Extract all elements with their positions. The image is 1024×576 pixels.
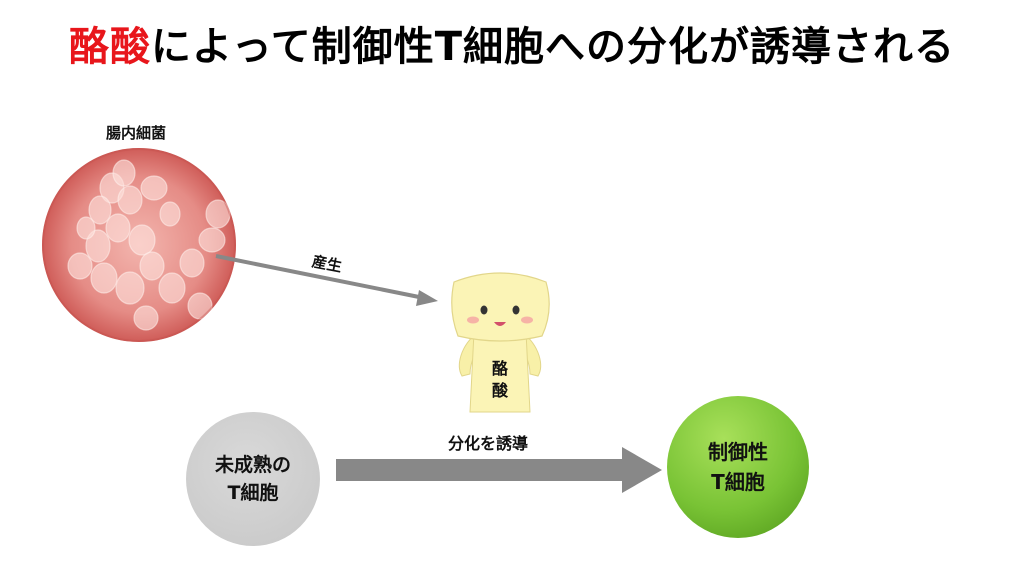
regulatory-t-cell: 制御性 T細胞 <box>667 396 809 538</box>
treg-label-line2: T細胞 <box>711 470 765 494</box>
immature-t-cell: 未成熟の T細胞 <box>186 412 320 546</box>
title-rest: によって制御性T細胞への分化が誘導される <box>150 24 956 70</box>
treg-label-line1: 制御性 <box>708 440 768 464</box>
immature-label-line2: T細胞 <box>227 482 279 504</box>
butyrate-label: 酪 酸 <box>487 358 513 402</box>
bacteria-label: 腸内細菌 <box>106 124 167 142</box>
gut-bacteria-image <box>42 148 236 342</box>
title-highlight: 酪酸 <box>68 24 151 70</box>
butyrate-mascot <box>451 272 550 413</box>
butyrate-label-line2: 酸 <box>491 381 508 400</box>
induce-label: 分化を誘導 <box>448 434 529 453</box>
immature-label-line1: 未成熟の <box>214 454 291 476</box>
induce-arrow <box>336 447 662 493</box>
butyrate-label-line1: 酪 <box>491 359 508 378</box>
page-title: 酪酸によって制御性T細胞への分化が誘導される <box>0 14 1024 72</box>
